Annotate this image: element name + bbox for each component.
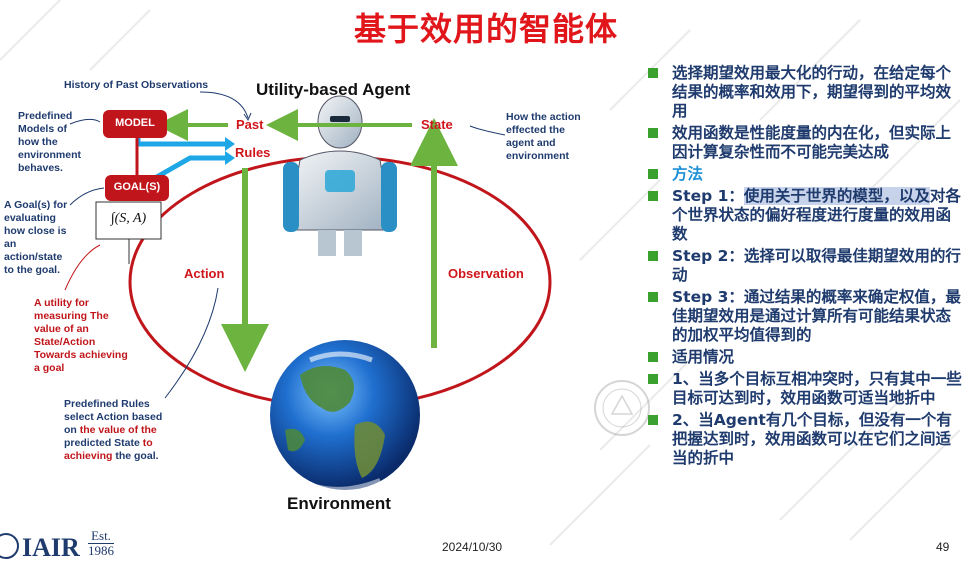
bullet-item: 2、当Agent有几个目标，但没有一个有把握达到时，效用函数可以在它们之间适当的…: [646, 411, 964, 468]
college-seal-icon: [594, 380, 650, 436]
bullet-marker: [648, 128, 658, 138]
bullet-list: 选择期望效用最大化的行动，在给定每个结果的概率和效用下，期望得到的平均效用 效用…: [646, 64, 964, 471]
university-emblem-icon: [0, 533, 19, 559]
model-to-rules-arrow: [135, 138, 225, 147]
state-curve: [469, 125, 506, 136]
bullet-marker: [648, 68, 658, 78]
bullet-item-step1: Step 1：使用关于世界的模型，以及对各个世界状态的偏好程度进行度量的效用函数: [646, 187, 964, 244]
bullet-item: 选择期望效用最大化的行动，在给定每个结果的概率和效用下，期望得到的平均效用: [646, 64, 964, 121]
bullet-marker: [648, 251, 658, 261]
earth-image: [270, 340, 420, 491]
state-note: How the action effected the agent and en…: [506, 111, 581, 162]
rules-label: Rules: [235, 145, 271, 160]
models-note: Predefined Models of how the environment…: [18, 110, 82, 174]
goals-box-label: GOAL(S): [113, 181, 161, 193]
bullet-item: 1、当多个目标互相冲突时，只有其中一些目标可达到时，效用函数可适当地折中: [646, 370, 964, 408]
iair-logo: IAIR: [22, 533, 80, 562]
utility-note: A utility for measuring The value of an …: [34, 297, 128, 374]
bullet-item: 效用函数是性能度量的内在化，但实际上因计算复杂性而不可能完美达成: [646, 124, 964, 162]
slide-date: 2024/10/30: [442, 540, 503, 554]
bullet-marker: [648, 374, 658, 384]
model-box-label: MODEL: [115, 117, 155, 129]
utility-formula: ∫(S, A): [110, 211, 147, 226]
bullet-marker: [648, 292, 658, 302]
state-label: State: [421, 117, 453, 132]
page-number: 49: [936, 540, 950, 554]
goal-curve: [69, 187, 105, 206]
utility-agent-diagram: [64, 91, 552, 491]
highlighted-text: 使用关于世界的模型，以及: [743, 187, 930, 205]
iair-est: Est. 1986: [88, 528, 114, 558]
bullet-item-step2: Step 2：选择可以取得最佳期望效用的行动: [646, 247, 964, 285]
bullet-marker: [648, 415, 658, 425]
bullet-item: 适用情况: [646, 348, 964, 367]
goal-note: A Goal(s) for evaluating how close is an…: [4, 199, 68, 276]
model-box: [103, 110, 167, 138]
bullet-item-step3: Step 3：通过结果的概率来确定权值，最佳期望效用是通过计算所有可能结果状态的…: [646, 288, 964, 345]
bullet-marker: [648, 191, 658, 201]
bullet-marker: [648, 169, 658, 179]
models-curve: [69, 118, 101, 125]
rules-curve: [164, 287, 219, 399]
bullet-item-method: 方法: [646, 165, 964, 184]
goals-to-rules-arrow: [153, 155, 225, 181]
slide-title: 基于效用的智能体: [353, 10, 618, 48]
utility-formula-box: [95, 201, 162, 240]
history-curve: [199, 91, 249, 119]
agent-title: Utility-based Agent: [256, 80, 411, 99]
rules-note: Predefined Rules select Action based on …: [64, 398, 163, 462]
action-label: Action: [184, 266, 225, 281]
history-note: History of Past Observations: [64, 79, 209, 91]
environment-label: Environment: [287, 494, 391, 513]
robot-image: [283, 95, 397, 256]
utility-curve: [64, 244, 101, 291]
past-label: Past: [236, 117, 264, 132]
observation-label: Observation: [448, 266, 524, 281]
goals-box: [105, 175, 169, 201]
bullet-marker: [648, 352, 658, 362]
